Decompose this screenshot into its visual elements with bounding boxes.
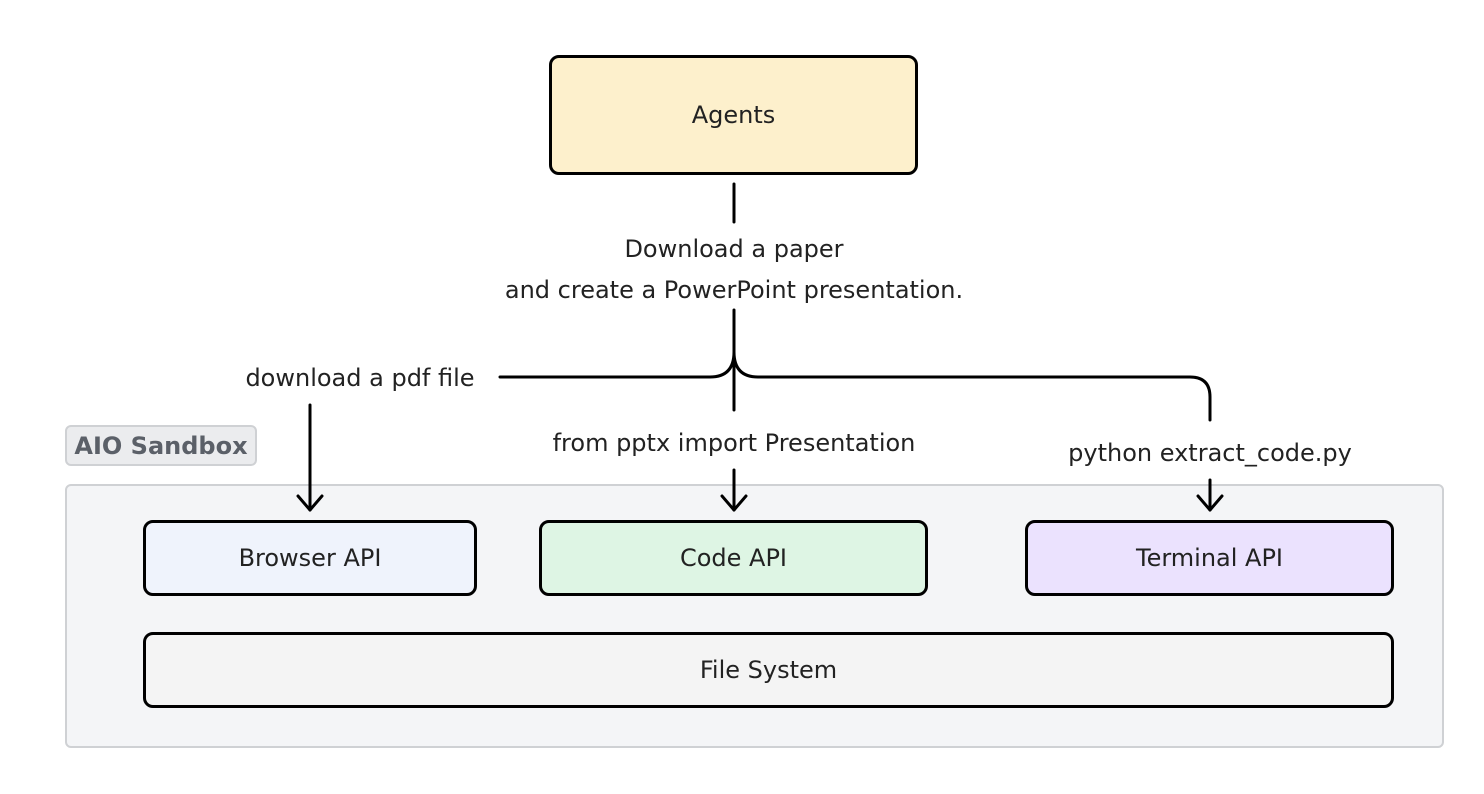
browser-api-node: Browser API [143, 520, 477, 596]
branch-left [498, 350, 736, 379]
terminal-edge-label: python extract_code.py [1068, 439, 1352, 467]
code-api-node: Code API [539, 520, 928, 596]
file-system-node: File System [143, 632, 1394, 708]
task-label-line2: and create a PowerPoint presentation. [504, 276, 964, 304]
arrowhead-code [720, 494, 748, 512]
arrowhead-terminal [1196, 494, 1224, 512]
task-label-line1: Download a paper [624, 235, 844, 263]
branch-right [732, 350, 1212, 422]
code-edge-label: from pptx import Presentation [552, 429, 916, 457]
terminal-api-node: Terminal API [1025, 520, 1394, 596]
arrowhead-browser [296, 494, 324, 512]
agents-node: Agents [549, 55, 918, 175]
browser-edge-label: download a pdf file [245, 364, 475, 392]
aio-sandbox-label: AIO Sandbox [65, 425, 257, 466]
